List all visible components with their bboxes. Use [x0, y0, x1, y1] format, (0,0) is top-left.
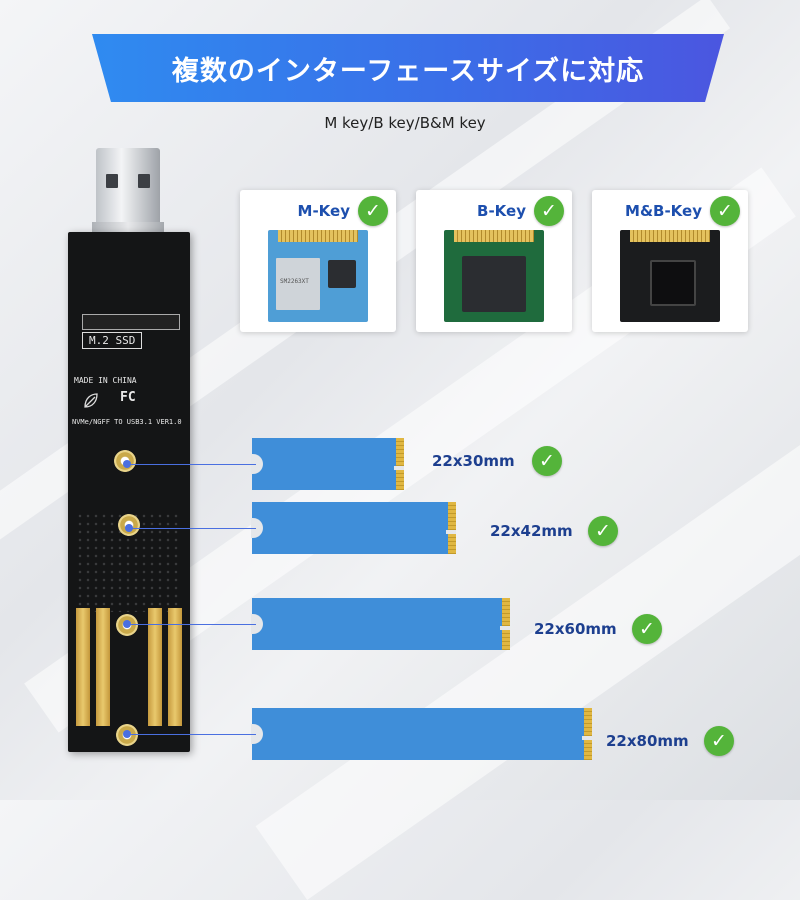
leader-line: [126, 734, 256, 735]
size-label-80: 22x80mm: [606, 732, 689, 750]
key-label-b: B-Key: [477, 202, 526, 220]
subtitle-m-key: M key/: [324, 114, 374, 132]
check-icon: ✓: [588, 516, 618, 546]
leader-line: [126, 464, 256, 465]
check-icon: ✓: [534, 196, 564, 226]
key-card-b: B-Key ✓: [416, 190, 572, 332]
gold-fingers: [454, 230, 534, 242]
gold-fingers: [278, 230, 358, 242]
ssd-22x80: [251, 708, 592, 760]
usb-hole: [106, 174, 118, 188]
key-label-m: M-Key: [297, 202, 350, 220]
fc-mark: FC: [120, 390, 136, 405]
leader-line: [126, 624, 256, 625]
gold-pad: [76, 608, 90, 726]
leader-dot: [123, 730, 131, 738]
adapter-board: M.2 SSD MADE IN CHINA FC NVMe/NGFF TO US…: [68, 232, 190, 752]
subtitle-b-key: B key/: [373, 114, 420, 132]
key-card-mb: M&B-Key ✓: [592, 190, 748, 332]
check-icon: ✓: [710, 196, 740, 226]
leader-dot: [123, 460, 131, 468]
size-label-30: 22x30mm: [432, 452, 515, 470]
usb-plug: [96, 148, 160, 228]
m2-slot: [82, 314, 180, 330]
memory-chip: [328, 260, 356, 288]
controller-chip: [276, 258, 320, 310]
leader-dot: [123, 620, 131, 628]
board-version-text: NVMe/NGFF TO USB3.1 VER1.0: [72, 418, 182, 426]
leaf-icon: [84, 393, 98, 408]
size-label-42: 22x42mm: [490, 522, 573, 540]
flash-chip: [462, 256, 526, 312]
size-label-60: 22x60mm: [534, 620, 617, 638]
title-banner: 複数のインターフェースサイズに対応: [92, 34, 724, 102]
gold-fingers: [630, 230, 710, 242]
leader-line: [128, 528, 256, 529]
controller-chip: [650, 260, 696, 306]
banner-title: 複数のインターフェースサイズに対応: [171, 55, 645, 87]
check-icon: ✓: [358, 196, 388, 226]
check-icon: ✓: [632, 614, 662, 644]
controller-chip-text: SM2263XT: [280, 278, 309, 285]
usb-hole: [138, 174, 150, 188]
check-icon: ✓: [532, 446, 562, 476]
key-card-m: M-Key ✓ SM2263XT: [240, 190, 396, 332]
gold-pad: [96, 608, 110, 726]
ssd-22x60: [251, 598, 510, 650]
gold-pad: [168, 608, 182, 726]
m-key-ssd-image: SM2263XT: [268, 230, 368, 322]
key-type-subtitle: M key/B key/B&M key: [0, 114, 800, 132]
key-label-mb: M&B-Key: [625, 202, 702, 220]
m2-ssd-label: M.2 SSD: [82, 332, 143, 349]
check-icon: ✓: [704, 726, 734, 756]
b-key-ssd-image: [444, 230, 544, 322]
leader-dot: [125, 524, 133, 532]
mb-key-ssd-image: [620, 230, 720, 322]
subtitle-bm-key: B&M key: [419, 114, 486, 132]
made-in-label: MADE IN CHINA: [74, 376, 137, 385]
ssd-22x42: [251, 502, 456, 554]
gold-pad: [148, 608, 162, 726]
ssd-22x30: [251, 438, 404, 490]
